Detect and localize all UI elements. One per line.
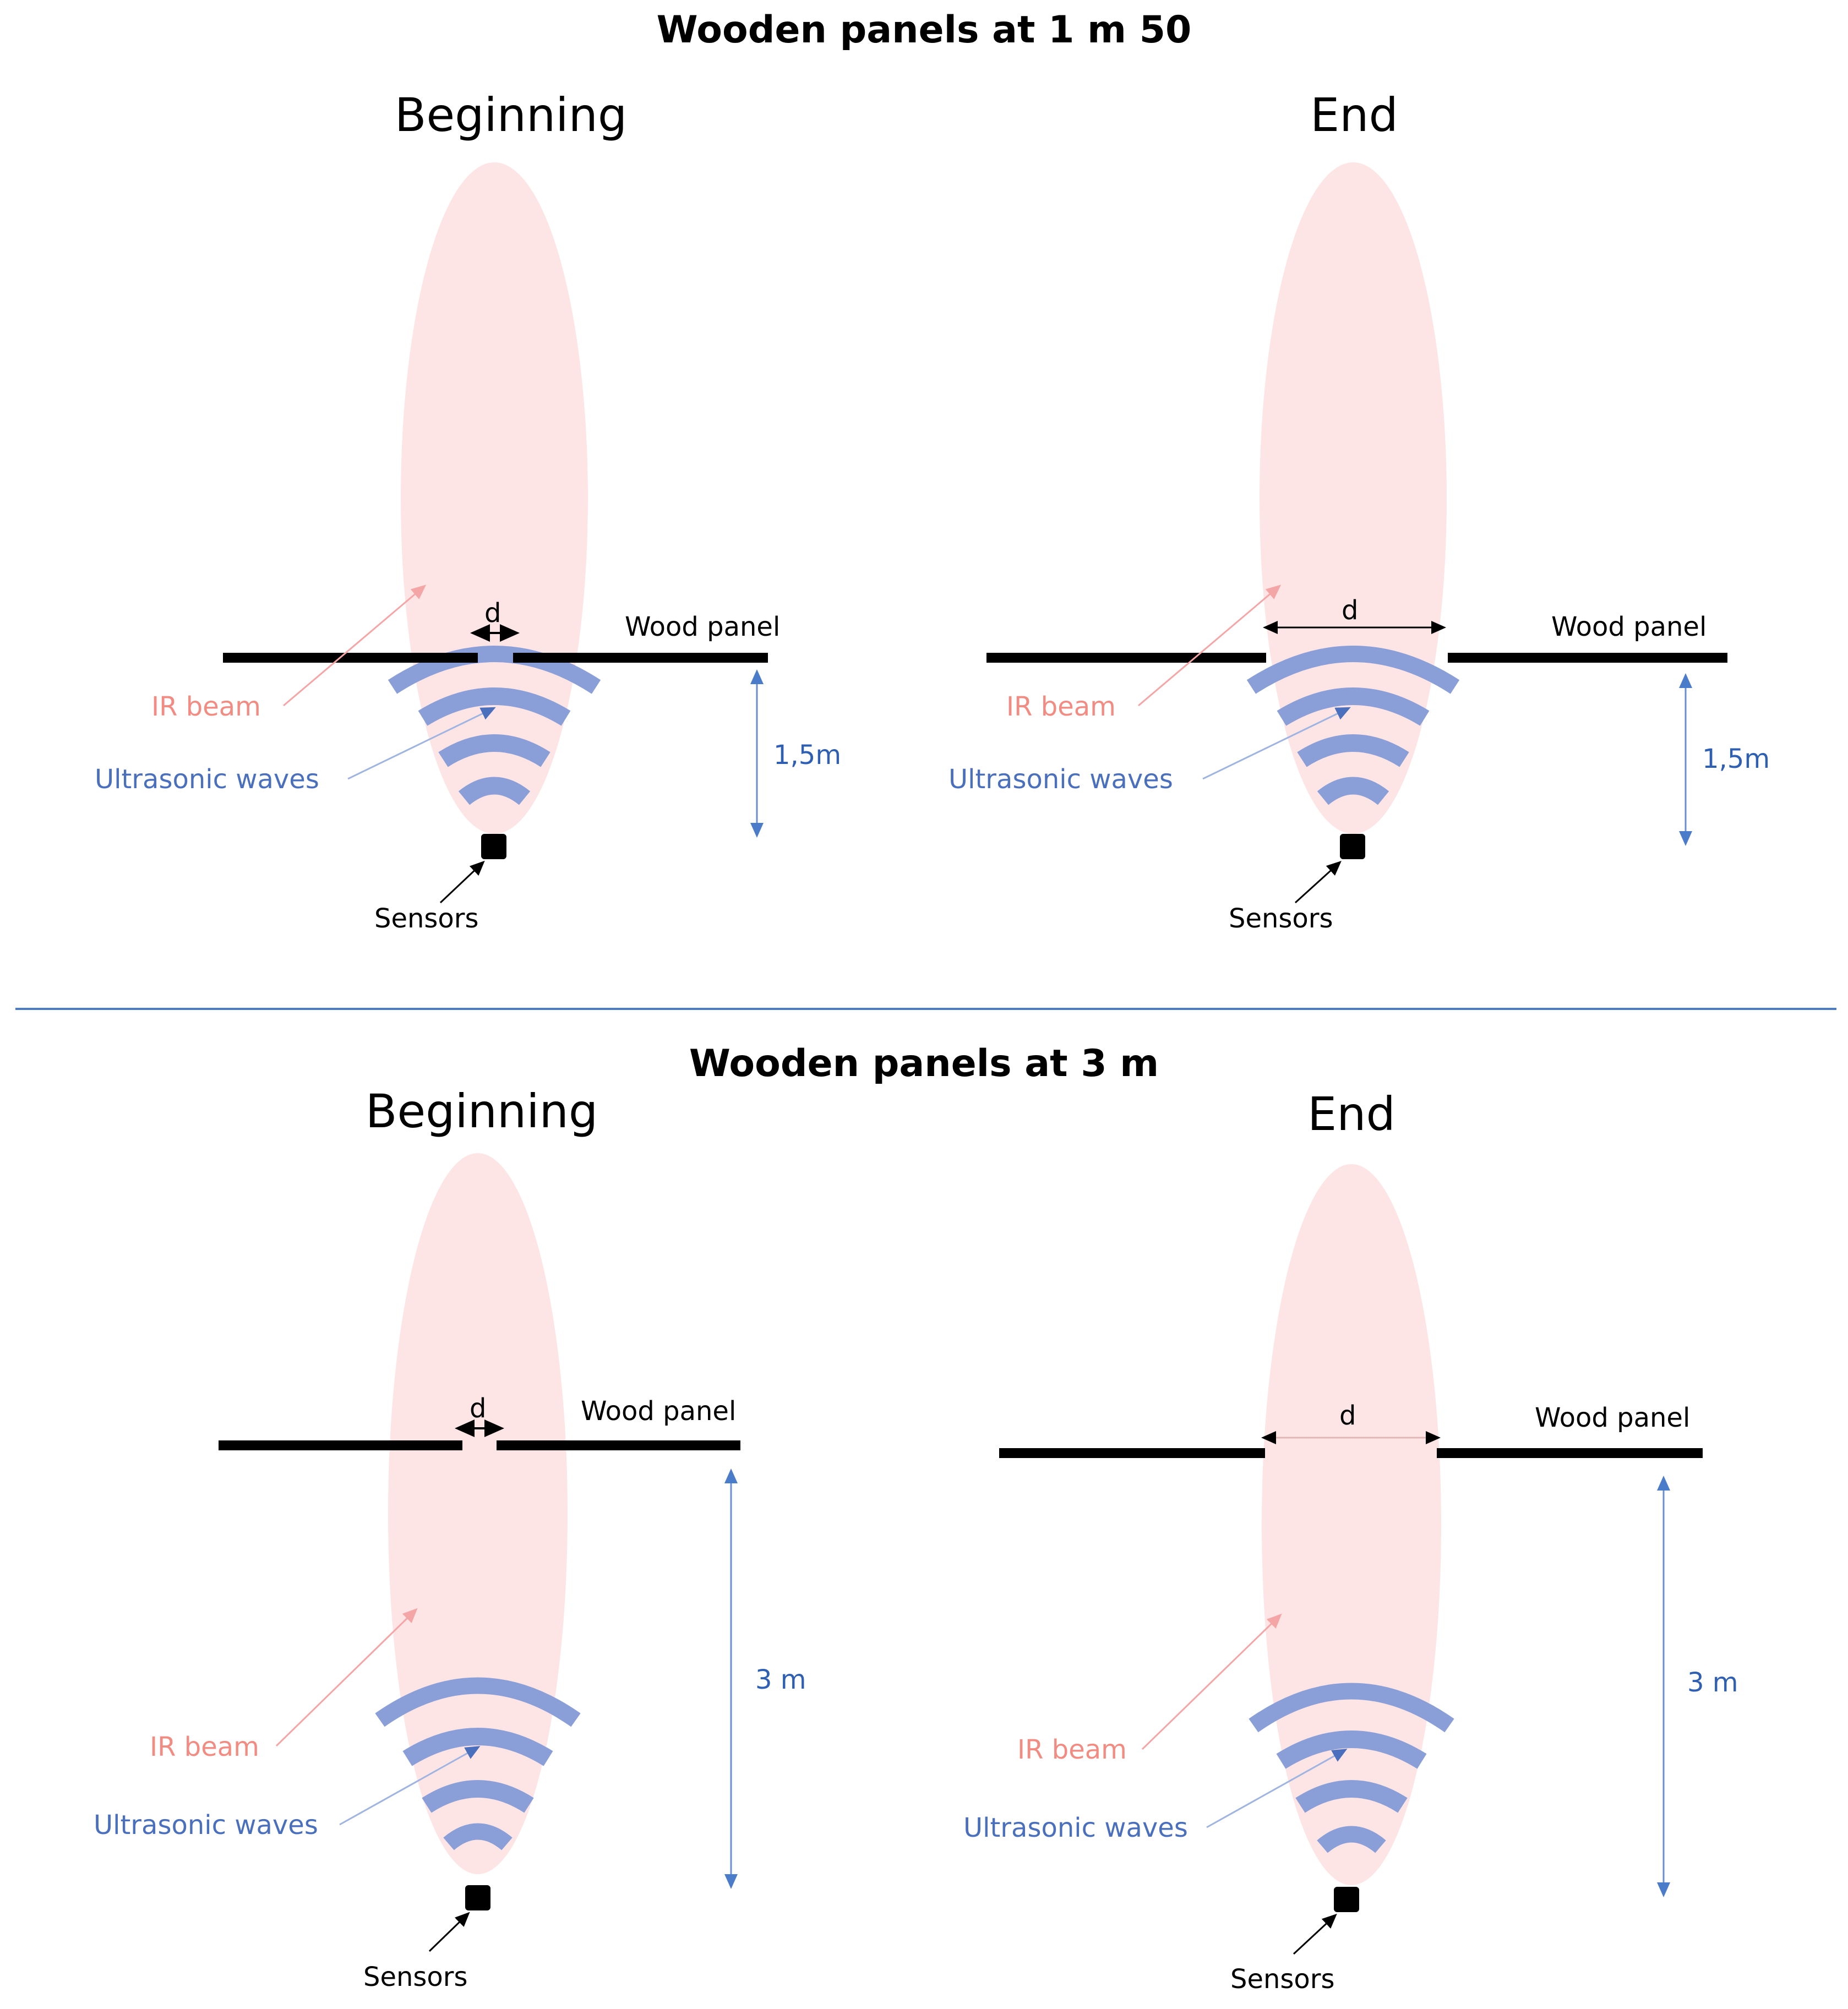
ultrasonic-pointer xyxy=(339,1746,481,1826)
ultrasonic-label: Ultrasonic waves xyxy=(94,1810,318,1841)
gap-label: d xyxy=(1342,595,1359,626)
wood-panel-right xyxy=(513,653,768,663)
ultrasonic-label: Ultrasonic waves xyxy=(948,764,1173,795)
wood-panel-right xyxy=(1448,653,1727,663)
distance-label: 1,5m xyxy=(1702,744,1770,774)
subtitle-end: End xyxy=(1307,1087,1395,1141)
ir-beam-ellipse xyxy=(1262,1164,1441,1885)
wood-panel-label: Wood panel xyxy=(625,612,781,642)
ir-beam-pointer xyxy=(1138,585,1282,707)
distance-label: 3 m xyxy=(755,1664,806,1695)
wood-panel-label: Wood panel xyxy=(1551,612,1707,642)
wood-panel-left xyxy=(223,653,478,663)
wood-panel-right xyxy=(1437,1448,1703,1458)
distance-label: 3 m xyxy=(1687,1667,1738,1698)
ir-beam-pointer xyxy=(1141,1613,1282,1750)
ultrasonic-waves xyxy=(375,1677,581,1850)
section-title-3m: Wooden panels at 3 m xyxy=(689,1042,1159,1085)
sensor-box xyxy=(481,834,506,859)
panel-top-end xyxy=(986,162,1727,904)
sensor-box xyxy=(465,1885,490,1910)
ultrasonic-waves xyxy=(388,646,601,805)
sensors-label: Sensors xyxy=(1229,903,1333,934)
gap-label: d xyxy=(470,1393,487,1424)
ir-beam-pointer xyxy=(275,1608,418,1747)
sensors-label: Sensors xyxy=(363,1962,468,1992)
wood-panel-left xyxy=(999,1448,1265,1458)
section-title-1-5m: Wooden panels at 1 m 50 xyxy=(656,8,1192,52)
ultrasonic-label: Ultrasonic waves xyxy=(963,1813,1188,1843)
panel-bottom-end xyxy=(999,1164,1703,1955)
ir-beam-ellipse xyxy=(1260,162,1447,834)
ultrasonic-waves xyxy=(1246,646,1460,805)
wood-panel-label: Wood panel xyxy=(581,1396,737,1427)
sensors-pointer xyxy=(439,860,485,904)
panel-top-beginning xyxy=(223,162,768,904)
sensors-label: Sensors xyxy=(1230,1964,1335,1995)
ir-beam-label: IR beam xyxy=(151,691,261,722)
subtitle-beginning: Beginning xyxy=(394,88,628,142)
ultrasonic-pointer xyxy=(347,707,496,780)
wood-panel-left xyxy=(219,1440,462,1450)
ultrasonic-waves xyxy=(1249,1683,1454,1853)
panel-bottom-beginning xyxy=(219,1153,740,1952)
wood-panel-label: Wood panel xyxy=(1535,1402,1691,1433)
sensor-box xyxy=(1334,1887,1359,1912)
ir-beam-label: IR beam xyxy=(150,1732,259,1762)
sensors-label: Sensors xyxy=(374,903,479,934)
ultrasonic-pointer xyxy=(1202,707,1351,780)
ir-beam-pointer xyxy=(283,585,427,707)
wood-panel-left xyxy=(986,653,1266,663)
ultrasonic-pointer xyxy=(1206,1749,1348,1828)
wood-panel-right xyxy=(497,1440,740,1450)
gap-label: d xyxy=(1339,1400,1356,1431)
sensors-pointer xyxy=(428,1912,470,1952)
gap-label: d xyxy=(484,598,501,629)
sensor-box xyxy=(1340,834,1365,859)
sensors-pointer xyxy=(1294,860,1342,904)
ir-beam-label: IR beam xyxy=(1006,691,1116,722)
sensors-pointer xyxy=(1293,1913,1337,1955)
ir-beam-ellipse xyxy=(388,1153,568,1874)
ultrasonic-label: Ultrasonic waves xyxy=(95,764,319,795)
subtitle-end: End xyxy=(1310,88,1398,142)
distance-label: 1,5m xyxy=(773,740,842,771)
ir-beam-ellipse xyxy=(401,162,588,834)
ir-beam-label: IR beam xyxy=(1017,1734,1127,1765)
subtitle-beginning: Beginning xyxy=(365,1084,598,1138)
